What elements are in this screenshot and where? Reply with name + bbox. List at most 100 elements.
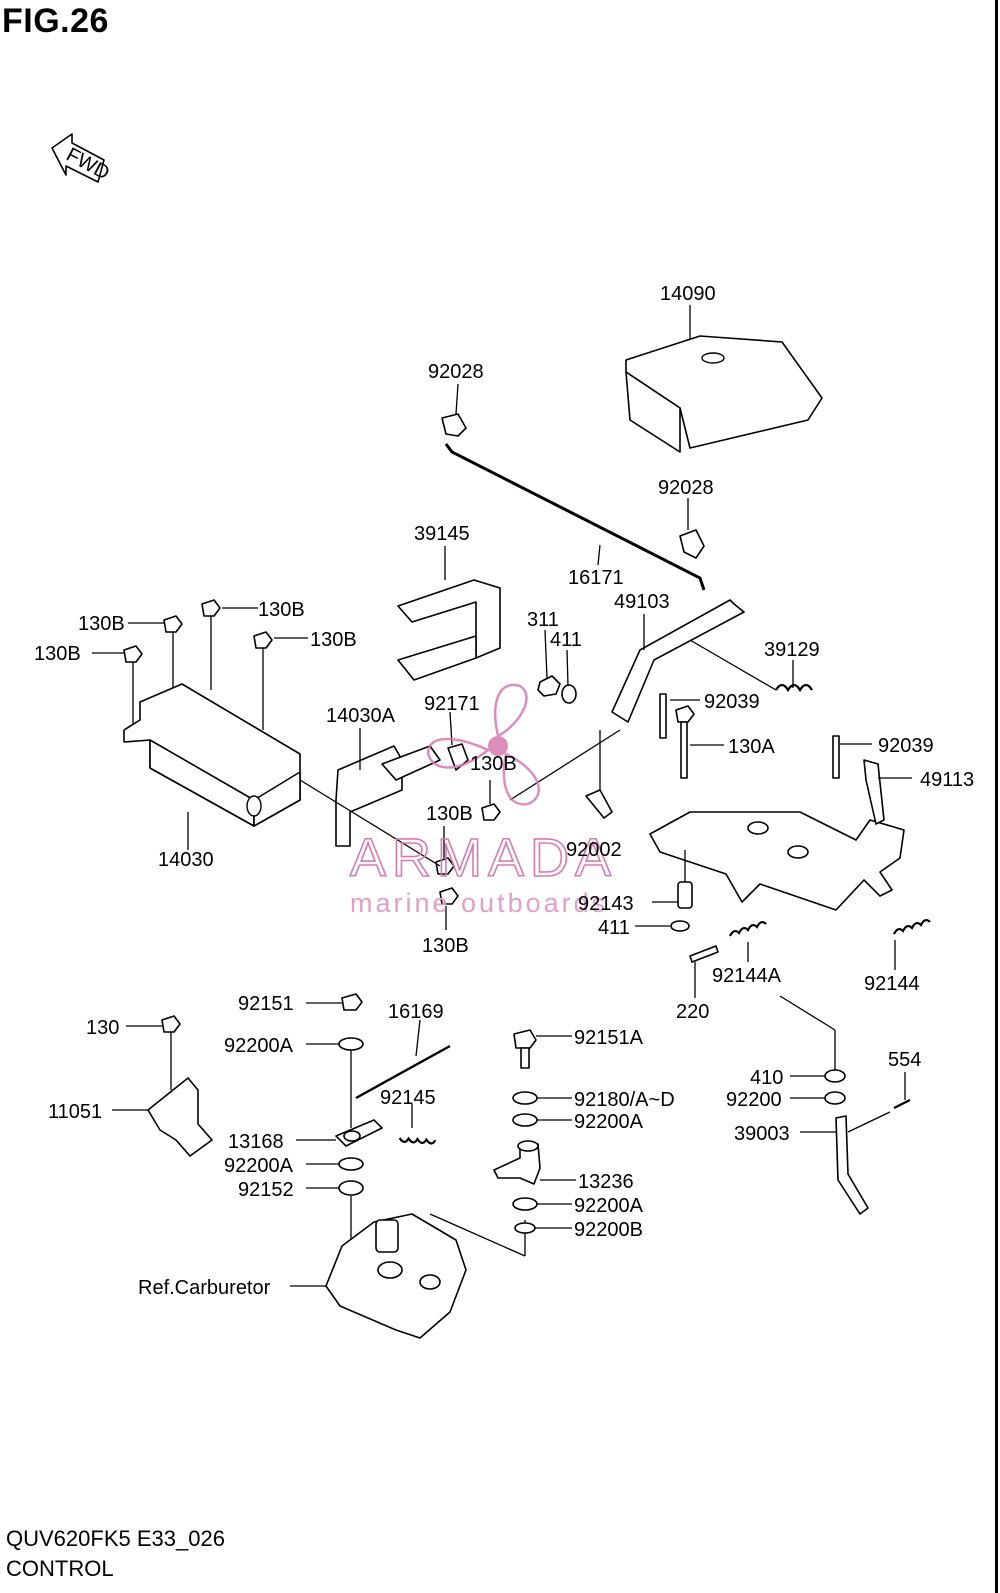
label-92039-a: 92039 (704, 691, 760, 713)
label-411-mid: 411 (598, 917, 630, 939)
label-ref-carburetor: Ref.Carburetor (138, 1277, 271, 1299)
pin-554 (893, 1099, 911, 1109)
label-14090: 14090 (660, 283, 716, 305)
washer-92200A-4 (512, 1197, 538, 1211)
label-130B-5: 130B (470, 753, 517, 775)
label-92144A: 92144A (712, 965, 782, 987)
fwd-arrow-label: FWD (62, 144, 113, 185)
box-14030 (123, 683, 301, 827)
label-92144: 92144 (864, 973, 920, 995)
label-130B-6: 130B (426, 803, 473, 825)
label-410: 410 (750, 1067, 783, 1089)
label-13168: 13168 (228, 1131, 284, 1153)
label-92200: 92200 (726, 1089, 782, 1111)
label-311: 311 (527, 609, 559, 631)
frame-border (995, 0, 998, 1593)
washer-92200 (824, 1091, 846, 1105)
figure-name: CONTROL (6, 1556, 114, 1581)
label-554: 554 (888, 1049, 921, 1071)
label-11051: 11051 (48, 1101, 102, 1123)
label-130A: 130A (728, 736, 775, 758)
washer-411-top (561, 684, 577, 704)
label-92200A-4: 92200A (574, 1195, 644, 1217)
washer-410 (824, 1069, 846, 1083)
spring-92144 (893, 918, 931, 935)
lever-49103 (611, 599, 745, 723)
pin-92039-a (659, 693, 667, 739)
label-92039-b: 92039 (878, 735, 934, 757)
label-92143: 92143 (578, 893, 634, 915)
bolt-130B-2 (201, 599, 221, 617)
lever-39003 (835, 1115, 869, 1215)
rod-16171 (444, 443, 706, 591)
washer-92200B (514, 1222, 536, 1234)
figure-code: QUV620FK5 E33_026 (6, 1526, 225, 1551)
washer-92200A-2 (338, 1157, 364, 1171)
cover-14090 (625, 335, 823, 453)
part-92171 (447, 743, 469, 771)
label-16171: 16171 (568, 567, 624, 589)
watermark-logo (426, 683, 540, 806)
label-39129: 39129 (764, 639, 820, 661)
label-92145: 92145 (380, 1087, 436, 1109)
carburetor-body (325, 1213, 467, 1339)
washer-92180 (512, 1091, 538, 1105)
label-14030A: 14030A (326, 705, 396, 727)
label-39003: 39003 (734, 1123, 790, 1145)
pin-92039-b (832, 735, 840, 779)
label-130: 130 (86, 1017, 119, 1039)
bracket-49113 (649, 759, 905, 911)
fwd-arrow-icon: FWD (51, 133, 113, 185)
spring-92145 (398, 1136, 437, 1145)
collar-92152 (338, 1180, 364, 1196)
washer-92200A-1 (338, 1037, 364, 1051)
label-16169: 16169 (388, 1001, 444, 1023)
label-92171: 92171 (424, 693, 480, 715)
label-49103: 49103 (614, 591, 670, 613)
lever-13236 (493, 1140, 541, 1185)
bolt-130B-1 (163, 615, 183, 633)
label-92200B: 92200B (574, 1219, 643, 1241)
label-13236: 13236 (578, 1171, 634, 1193)
screw-220 (689, 945, 719, 963)
label-92200A-1: 92200A (224, 1035, 294, 1057)
label-92028-top: 92028 (428, 361, 484, 383)
label-130B-7: 130B (422, 935, 469, 957)
label-130B-4: 130B (34, 643, 81, 665)
label-92180: 92180/A~D (574, 1089, 675, 1111)
bolt-130 (161, 1015, 181, 1033)
spring-39129 (775, 683, 813, 693)
label-39145: 39145 (414, 523, 470, 545)
bolt-92151 (341, 993, 363, 1011)
label-92002: 92002 (566, 839, 622, 861)
collar-92143 (677, 881, 693, 909)
clip-92028-top (441, 413, 467, 437)
bolt-130A (675, 705, 695, 779)
washer-411-mid (670, 920, 690, 932)
bolt-92151A (513, 1029, 537, 1069)
watermark-brand: ARMADA (350, 828, 617, 888)
label-92028-mid: 92028 (658, 477, 714, 499)
label-92151A: 92151A (574, 1027, 644, 1049)
bolt-92002 (585, 789, 613, 819)
label-92200A-3: 92200A (224, 1155, 294, 1177)
label-92152: 92152 (238, 1179, 294, 1201)
label-130B-3: 130B (310, 629, 357, 651)
plate-14030A (335, 745, 441, 847)
nut-311 (537, 675, 561, 697)
label-92200A-2: 92200A (574, 1111, 644, 1133)
bolt-130B-6 (435, 857, 455, 875)
label-130B-1: 130B (78, 613, 125, 635)
clip-92028-mid (679, 529, 705, 559)
bolt-130B-7 (439, 887, 459, 905)
bracket-11051 (147, 1077, 213, 1157)
label-14030: 14030 (158, 849, 214, 871)
rod-16169 (355, 1044, 451, 1100)
label-220: 220 (676, 1001, 709, 1023)
watermark-tagline: marine outboards (350, 888, 608, 918)
figure-title: FIG.26 (2, 2, 109, 40)
spring-92144A (729, 920, 767, 937)
bolt-130B-3 (253, 631, 273, 649)
